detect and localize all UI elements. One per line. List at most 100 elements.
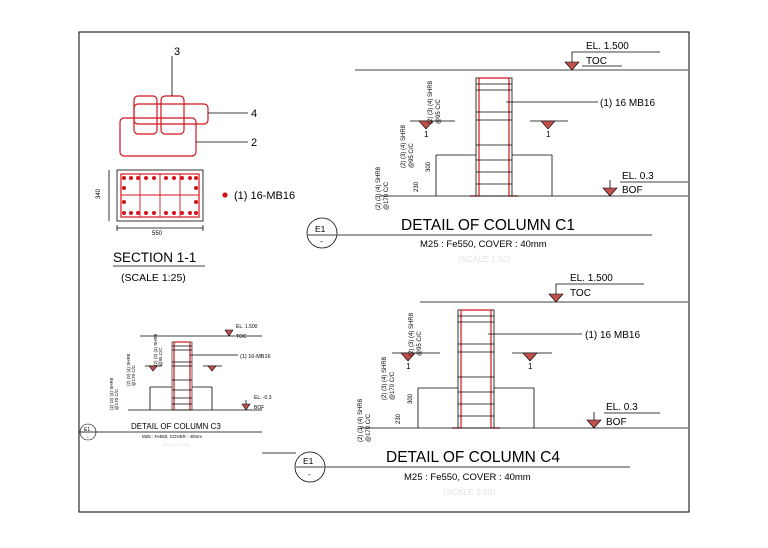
rebar-dot xyxy=(136,176,140,180)
rebar-dot xyxy=(188,211,192,215)
c4-tie-mid-b: @170 C/C xyxy=(390,371,396,400)
c4-tie-mid-a: (2) (3) (4) SHR8 xyxy=(382,356,388,400)
callout-3: 3 xyxy=(174,46,180,58)
callout-2: 2 xyxy=(251,137,257,149)
rebar-dot xyxy=(122,186,126,190)
stirrup-middle xyxy=(133,103,209,125)
c1-tie-upper-b: @95 C/C xyxy=(436,99,442,124)
c3-section-tag: E1 xyxy=(84,427,90,433)
callout-4: 4 xyxy=(251,108,257,120)
rebar-dots xyxy=(122,176,198,215)
c1-scale: (SCALE 1:50) xyxy=(458,254,511,264)
c4-column-outline xyxy=(457,309,495,429)
c4-bar-label: (1) 16 MB16 xyxy=(585,330,640,341)
c1-dim-230: 230 xyxy=(414,181,420,192)
c1-spec: M25 : Fe550, COVER : 40mm xyxy=(420,239,547,250)
rebar-dot xyxy=(172,211,176,215)
c3-section-sub: - xyxy=(87,435,89,441)
rebar-dot xyxy=(194,200,198,204)
rebar-dot xyxy=(180,176,184,180)
c4-ties xyxy=(458,315,494,417)
c1-bar-label: (1) 16 MB16 xyxy=(600,98,655,109)
stirrup-inner-left xyxy=(133,95,158,135)
c1-column-outline xyxy=(475,77,513,197)
rebar-dot xyxy=(164,176,168,180)
c1-tie-upper-a: (2) (3) (4) SHR8 xyxy=(428,80,434,124)
c4-tie-low-a: (2) (3) (4) SHR8 xyxy=(358,398,364,442)
c4-dim-300: 300 xyxy=(408,393,414,404)
c4-section-sub: - xyxy=(308,470,311,479)
c1-section-sub: - xyxy=(320,237,323,246)
c1-section-tag: E1 xyxy=(315,224,326,234)
rebar-dot xyxy=(194,211,198,215)
c1-section-tag-circle xyxy=(306,217,338,249)
c1-ties xyxy=(476,83,512,185)
rebar-dot xyxy=(164,211,168,215)
c1-el-bot: EL. 0.3 xyxy=(622,171,654,182)
bar-legend-label: (1) 16-MB16 xyxy=(234,190,295,202)
c3-tie-low-b: @170 C/C xyxy=(114,388,119,410)
rebar-dot xyxy=(194,176,198,180)
c4-toc: TOC xyxy=(570,288,591,299)
rebar-dot xyxy=(144,176,148,180)
c4-marker-2: 1 xyxy=(528,362,533,371)
rebar-dot xyxy=(122,211,126,215)
dim-depth: 340 xyxy=(96,188,102,199)
c1-title: DETAIL OF COLUMN C1 xyxy=(401,217,575,234)
c3-bar-label: (1) 16-MB16 xyxy=(240,354,271,360)
c4-dim-230: 230 xyxy=(396,413,402,424)
c4-tie-upper-b: @95 C/C xyxy=(417,331,423,356)
c4-tie-upper-a: (2) (3) (4) SHR8 xyxy=(409,312,415,356)
c3-el-top: EL. 1.500 xyxy=(236,324,258,330)
rebar-dot xyxy=(129,176,133,180)
c1-tie-low-b: @170 C/C xyxy=(384,181,390,210)
c3-scale: (SCALE 1:50) xyxy=(162,442,190,447)
c3-tie-upper-a: (2) (3) (4) SHR8 xyxy=(153,333,158,366)
bar-legend-dot xyxy=(222,192,228,198)
c1-dim-300: 300 xyxy=(426,161,432,172)
c1-tie-low-a: (2) (3) (4) SHR8 xyxy=(376,166,382,210)
rebar-dot xyxy=(194,186,198,190)
c4-section-tag: E1 xyxy=(303,456,314,466)
dim-width: 550 xyxy=(152,231,163,237)
c3-bof: BOF xyxy=(254,405,264,411)
rebar-dot xyxy=(144,211,148,215)
rebar-dot xyxy=(122,176,126,180)
stirrup-outer xyxy=(119,117,197,157)
c3-tie-upper-b: @95 C/C xyxy=(158,347,163,366)
c4-title: DETAIL OF COLUMN C4 xyxy=(386,449,560,466)
c4-el-top: EL. 1.500 xyxy=(570,273,613,284)
column-c1-detail: EL. 1.500 TOC 1 1 (1) 16 MB16 (2) (3) (4… xyxy=(306,41,688,264)
c1-el-top: EL. 1.500 xyxy=(586,41,629,52)
c3-column-outline xyxy=(171,341,193,411)
c1-marker-2: 1 xyxy=(546,130,551,139)
c4-scale: (SCALE 1:50) xyxy=(443,487,496,497)
section-1-1: 3 4 2 550 340 (1) 16-MB16 SECTION 1-1 (S… xyxy=(96,46,295,284)
c3-toc: TOC xyxy=(236,334,247,340)
section-title: SECTION 1-1 xyxy=(113,250,196,265)
rebar-dot xyxy=(152,176,156,180)
rebar-dot xyxy=(136,211,140,215)
stirrup-inner-right xyxy=(160,95,185,135)
c1-marker-1: 1 xyxy=(424,130,429,139)
c3-spec: M25 : Fe550, COVER : 40mm xyxy=(142,434,202,439)
c4-tie-low-b: @170 C/C xyxy=(366,413,372,442)
c3-tie-mid-b: @170 C/C xyxy=(131,364,136,386)
section-scale: (SCALE 1:25) xyxy=(121,272,186,284)
column-section-outline xyxy=(116,169,204,222)
c1-bof: BOF xyxy=(622,185,643,196)
c1-tie-mid-b: @95 C/C xyxy=(409,143,415,168)
column-c4-detail: EL. 1.500 TOC 1 1 (1) 16 MB16 (2) (3) (4… xyxy=(262,273,688,497)
c3-el-bot: EL. -0.3 xyxy=(254,395,272,401)
sheet-border xyxy=(78,31,690,513)
column-c3-detail: EL. 1.500 TOC (1) 16-MB16 (2) (3) (4) SH… xyxy=(79,324,272,447)
rebar-dot xyxy=(152,211,156,215)
rebar-dot xyxy=(180,211,184,215)
c4-bof: BOF xyxy=(606,417,627,428)
rebar-dot xyxy=(122,200,126,204)
rebar-dot xyxy=(129,211,133,215)
c4-marker-1: 1 xyxy=(406,362,411,371)
c3-tie-low-a: (2) (3) (4) SHR8 xyxy=(109,377,114,410)
